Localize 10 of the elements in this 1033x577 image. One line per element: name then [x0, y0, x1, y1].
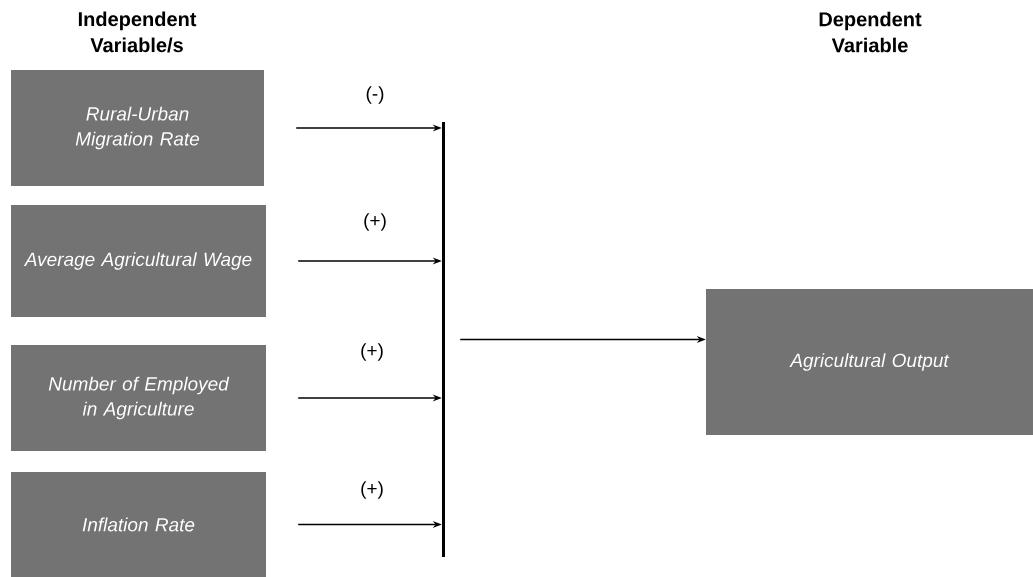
variable-box: Rural-Urban Migration Rate: [11, 70, 264, 186]
edge-label: (-): [366, 86, 384, 104]
variable-box: Agricultural Output: [706, 289, 1033, 435]
variable-box: Average Agricultural Wage: [11, 205, 266, 317]
edge-label: (+): [361, 481, 383, 499]
variable-box: Number of Employed in Agriculture: [11, 345, 266, 451]
variable-box: Inflation Rate: [11, 472, 266, 577]
edge-label: (+): [364, 213, 386, 231]
column-heading: Dependent Variable: [819, 11, 922, 53]
edge-label: (+): [361, 343, 383, 361]
